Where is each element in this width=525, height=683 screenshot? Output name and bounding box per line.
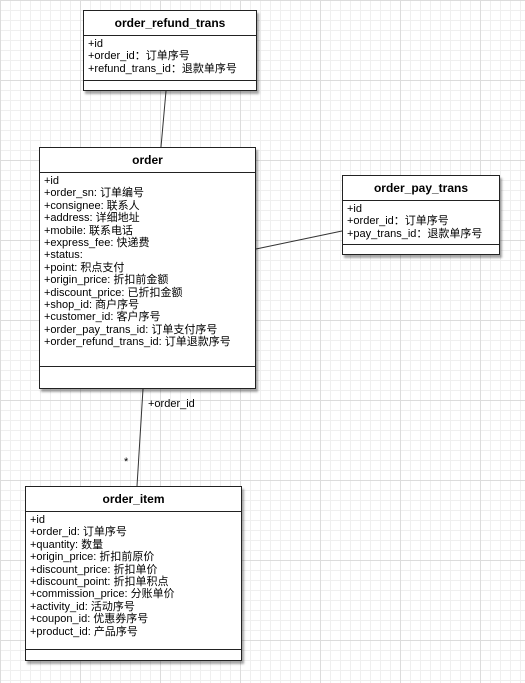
attribute: +quantity: 数量 bbox=[30, 538, 104, 551]
attribute: +mobile: 联系电话 bbox=[44, 224, 133, 237]
attribute: +discount_price: 已折扣金额 bbox=[44, 286, 183, 299]
class-operations bbox=[40, 366, 255, 388]
relation-label-order-id: +order_id bbox=[148, 398, 195, 410]
line-order-to-order-item bbox=[136, 388, 144, 487]
attribute: +refund_trans_id：退款单序号 bbox=[88, 62, 237, 75]
attribute: +consignee: 联系人 bbox=[44, 199, 140, 212]
line-order-to-order-pay-trans bbox=[255, 230, 343, 250]
attribute: +point: 积点支付 bbox=[44, 261, 125, 274]
attribute: +customer_id: 客户序号 bbox=[44, 311, 161, 324]
attribute: +order_sn: 订单编号 bbox=[44, 187, 144, 200]
class-title: order_pay_trans bbox=[343, 176, 499, 201]
attribute: +id bbox=[88, 38, 103, 50]
attribute: +origin_price: 折扣前金额 bbox=[44, 274, 169, 287]
class-title: order_refund_trans bbox=[84, 11, 256, 36]
attribute: +product_id: 产品序号 bbox=[30, 625, 138, 638]
relation-multiplicity: * bbox=[124, 456, 129, 468]
attribute: +discount_point: 折扣单积点 bbox=[30, 576, 169, 589]
attribute: +commission_price: 分账单价 bbox=[30, 588, 175, 601]
line-order-to-order-refund-trans bbox=[160, 90, 167, 148]
class-title: order_item bbox=[26, 487, 241, 512]
attribute: +order_pay_trans_id: 订单支付序号 bbox=[44, 323, 218, 336]
attribute: +activity_id: 活动序号 bbox=[30, 600, 135, 613]
class-order-refund-trans[interactable]: order_refund_trans +id +order_id：订单序号 +r… bbox=[83, 10, 257, 91]
attribute: +order_refund_trans_id: 订单退款序号 bbox=[44, 336, 231, 349]
attribute: +order_id: 订单序号 bbox=[30, 526, 127, 539]
class-title: order bbox=[40, 148, 255, 173]
attribute: +order_id：订单序号 bbox=[347, 215, 449, 228]
attribute: +express_fee: 快递费 bbox=[44, 237, 150, 250]
class-operations bbox=[26, 649, 241, 660]
class-order-pay-trans[interactable]: order_pay_trans +id +order_id：订单序号 +pay_… bbox=[342, 175, 500, 255]
attribute: +origin_price: 折扣前原价 bbox=[30, 551, 155, 564]
attribute: +coupon_id: 优惠券序号 bbox=[30, 613, 149, 626]
attribute: +id bbox=[30, 514, 45, 526]
attribute: +id bbox=[347, 203, 362, 215]
attribute: +status: bbox=[44, 249, 83, 262]
attribute: +pay_trans_id：退款单序号 bbox=[347, 227, 483, 240]
class-order[interactable]: order +id +order_sn: 订单编号 +consignee: 联系… bbox=[39, 147, 256, 389]
class-attributes: +id +order_id：订单序号 +pay_trans_id：退款单序号 bbox=[343, 201, 499, 243]
class-operations bbox=[84, 80, 256, 90]
class-attributes: +id +order_id: 订单序号 +quantity: 数量 +origi… bbox=[26, 512, 241, 641]
class-attributes: +id +order_sn: 订单编号 +consignee: 联系人 +add… bbox=[40, 173, 255, 352]
attribute: +id bbox=[44, 175, 59, 187]
class-operations bbox=[343, 244, 499, 254]
attribute: +discount_price: 折扣单价 bbox=[30, 563, 158, 576]
class-attributes: +id +order_id：订单序号 +refund_trans_id：退款单序… bbox=[84, 36, 256, 78]
class-order-item[interactable]: order_item +id +order_id: 订单序号 +quantity… bbox=[25, 486, 242, 661]
attribute: +shop_id: 商户序号 bbox=[44, 299, 140, 312]
attribute: +address: 详细地址 bbox=[44, 212, 140, 225]
attribute: +order_id：订单序号 bbox=[88, 50, 190, 63]
